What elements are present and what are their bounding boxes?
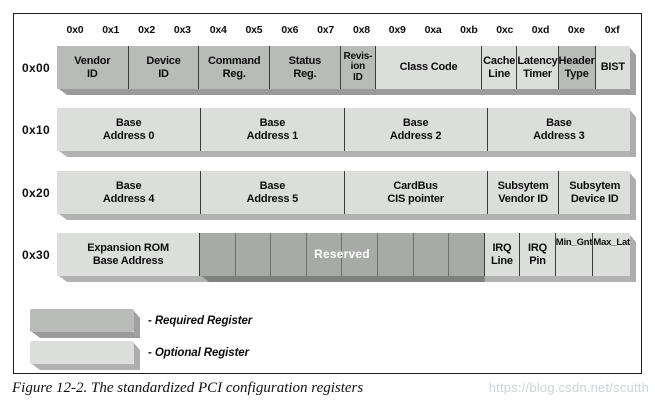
register-cell-irq-line: IRQ Line — [483, 233, 520, 276]
byte-header: 0x4 — [209, 24, 227, 36]
byte-header: 0xe — [567, 24, 585, 36]
byte-header: 0xb — [460, 24, 478, 36]
legend-swatch-required — [30, 309, 134, 332]
reserved-byte-slot — [305, 233, 342, 276]
row-offset-label: 0x20 — [22, 185, 50, 200]
register-row-0x20: Base Address 4 Base Address 5 CardBus CI… — [57, 171, 630, 214]
byte-header: 0xa — [424, 24, 442, 36]
register-cell-reserved: Reserved — [199, 233, 484, 276]
reserved-byte-slot — [377, 233, 413, 276]
caption-row: Figure 12-2. The standardized PCI config… — [12, 380, 649, 397]
byte-header: 0x1 — [102, 24, 120, 36]
figure-caption: Figure 12-2. The standardized PCI config… — [12, 380, 364, 396]
register-cell-revision-id: Revis- ion ID — [339, 46, 376, 89]
register-cell-header-type: Header Type — [557, 46, 595, 89]
byte-header: 0x7 — [317, 24, 335, 36]
reserved-byte-slot — [448, 233, 484, 276]
register-cell-base-address-2: Base Address 2 — [343, 108, 487, 151]
row-offset-label: 0x00 — [22, 60, 50, 75]
byte-offset-headers: 0x0 0x1 0x2 0x3 0x4 0x5 0x6 0x7 0x8 0x9 … — [57, 23, 630, 38]
register-cell-command-reg: Command Reg. — [198, 46, 270, 89]
register-cell-max-lat: Max_Lat — [592, 233, 630, 276]
register-cell-cache-line: Cache Line — [481, 46, 517, 89]
register-cell-base-address-4: Base Address 4 — [57, 171, 201, 214]
diagram-frame: 0x0 0x1 0x2 0x3 0x4 0x5 0x6 0x7 0x8 0x9 … — [13, 13, 642, 374]
legend-label-required: - Required Register — [148, 314, 253, 327]
reserved-byte-slot — [234, 233, 271, 276]
register-cell-cardbus-cis-pointer: CardBus CIS pointer — [343, 171, 487, 214]
row-offset-label: 0x10 — [22, 122, 50, 137]
register-row-0x10: Base Address 0 Base Address 1 Base Addre… — [57, 108, 630, 151]
register-cell-bist: BIST — [594, 46, 630, 89]
byte-header: 0xc — [496, 24, 514, 36]
byte-header: 0x0 — [66, 24, 84, 36]
byte-header: 0xf — [604, 24, 620, 36]
register-cell-vendor-id: Vendor ID — [57, 46, 128, 89]
register-cell-status-reg: Status Reg. — [269, 46, 340, 89]
register-cell-expansion-rom-base-address: Expansion ROM Base Address — [57, 233, 200, 276]
register-cell-class-code: Class Code — [375, 46, 482, 89]
reserved-byte-slot — [270, 233, 306, 276]
legend-item-required: - Required Register — [30, 309, 252, 332]
byte-header: 0x6 — [281, 24, 299, 36]
reserved-byte-slot — [412, 233, 449, 276]
reserved-label: Reserved — [314, 246, 370, 261]
reserved-byte-slot — [341, 233, 377, 276]
register-cell-subsystem-vendor-id: Subsytem Vendor ID — [486, 171, 559, 214]
legend-label-optional: - Optional Register — [148, 346, 249, 359]
byte-header: 0x5 — [245, 24, 263, 36]
watermark-url: https://blog.csdn.net/scutth — [488, 380, 649, 395]
register-row-0x30: Expansion ROM Base Address Reserved IRQ … — [57, 233, 630, 276]
byte-header: 0x9 — [388, 24, 406, 36]
register-cell-min-gnt: Min_Gnt — [554, 233, 593, 276]
legend-item-optional: - Optional Register — [30, 341, 249, 364]
register-cell-base-address-1: Base Address 1 — [200, 108, 344, 151]
legend-swatch-optional — [30, 341, 134, 364]
byte-header: 0x3 — [173, 24, 191, 36]
byte-header: 0xd — [531, 24, 550, 36]
byte-header: 0x8 — [352, 24, 370, 36]
register-cell-base-address-5: Base Address 5 — [200, 171, 344, 214]
register-cell-subsystem-device-id: Subsytem Device ID — [558, 171, 630, 214]
byte-header: 0x2 — [138, 24, 155, 36]
register-cell-device-id: Device ID — [127, 46, 199, 89]
register-cell-base-address-3: Base Address 3 — [486, 108, 630, 151]
register-cell-irq-pin: IRQ Pin — [519, 233, 555, 276]
row-offset-label: 0x30 — [22, 247, 50, 262]
register-cell-base-address-0: Base Address 0 — [57, 108, 201, 151]
register-cell-latency-timer: Latency Timer — [516, 46, 558, 89]
register-row-0x00: Vendor ID Device ID Command Reg. Status … — [57, 46, 630, 89]
